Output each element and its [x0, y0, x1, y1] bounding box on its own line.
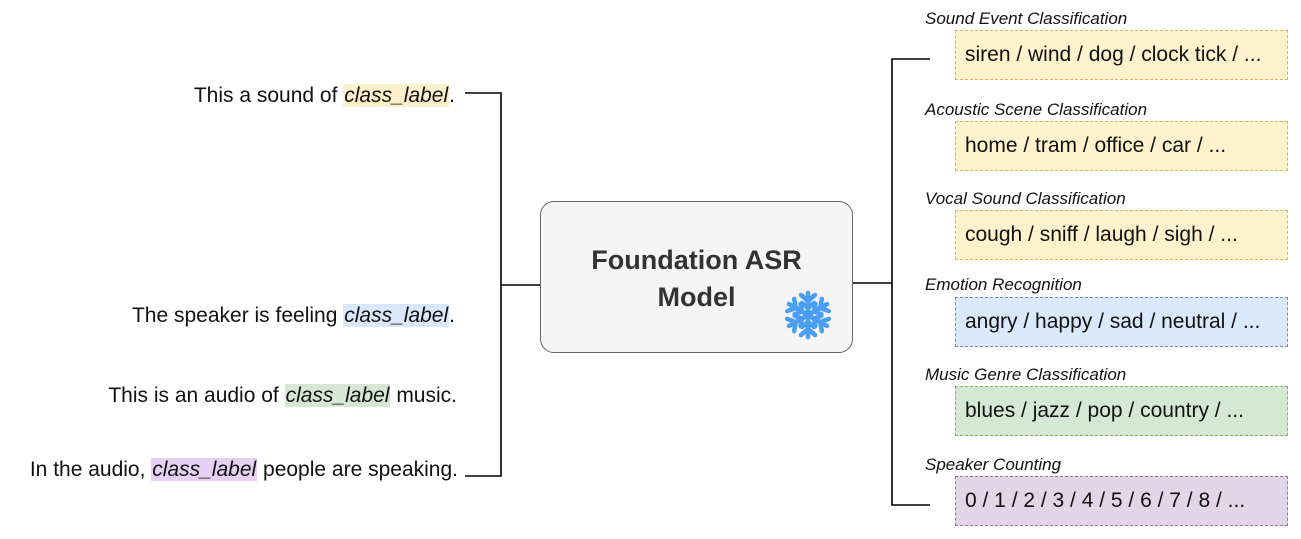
prompt-pre: In the audio, [29, 458, 152, 481]
prompt-sound: This a sound of class_label. [194, 83, 455, 109]
prompt-post: music. [390, 384, 457, 407]
task-title-sound-event: Sound Event Classification [925, 9, 1128, 28]
prompt-music: This is an audio of class_label music. [108, 383, 457, 409]
prompt-post: . [449, 84, 455, 107]
task-box-sound-event: siren / wind / dog / clock tick / ... [955, 30, 1288, 80]
task-box-acoustic-scene: home / tram / office / car / ... [955, 121, 1288, 171]
class-label-highlight: class_label [343, 304, 450, 327]
model-title: Foundation ASR Model [541, 242, 852, 316]
foundation-model-box: Foundation ASR Model [540, 201, 853, 353]
prompt-post: . [449, 304, 455, 327]
prompt-emotion: The speaker is feeling class_label. [132, 303, 455, 329]
task-box-music-genre: blues / jazz / pop / country / ... [955, 386, 1288, 436]
task-title-music-genre: Music Genre Classification [925, 365, 1127, 384]
task-box-emotion: angry / happy / sad / neutral / ... [955, 297, 1288, 347]
prompt-post: people are speaking. [257, 458, 458, 481]
task-box-vocal-sound: cough / sniff / laugh / sigh / ... [955, 210, 1288, 260]
prompt-speaker-count: In the audio, class_label people are spe… [30, 457, 458, 483]
model-title-line1: Foundation ASR [591, 245, 802, 275]
task-title-acoustic-scene: Acoustic Scene Classification [925, 100, 1148, 119]
right-bracket [891, 58, 930, 506]
left-bracket [465, 92, 502, 477]
task-title-vocal-sound: Vocal Sound Classification [925, 189, 1126, 208]
prompt-pre: The speaker is feeling [131, 304, 344, 327]
task-title-emotion: Emotion Recognition [925, 275, 1082, 294]
snowflake-icon [781, 290, 835, 342]
class-label-highlight: class_label [343, 84, 450, 107]
task-title-speaker-counting: Speaker Counting [925, 455, 1062, 474]
class-label-highlight: class_label [151, 458, 258, 481]
class-label-highlight: class_label [284, 384, 391, 407]
prompt-pre: This a sound of [193, 84, 344, 107]
model-title-line2: Model [657, 282, 736, 312]
task-box-speaker-counting: 0 / 1 / 2 / 3 / 4 / 5 / 6 / 7 / 8 / ... [955, 476, 1288, 526]
prompt-pre: This is an audio of [108, 384, 285, 407]
